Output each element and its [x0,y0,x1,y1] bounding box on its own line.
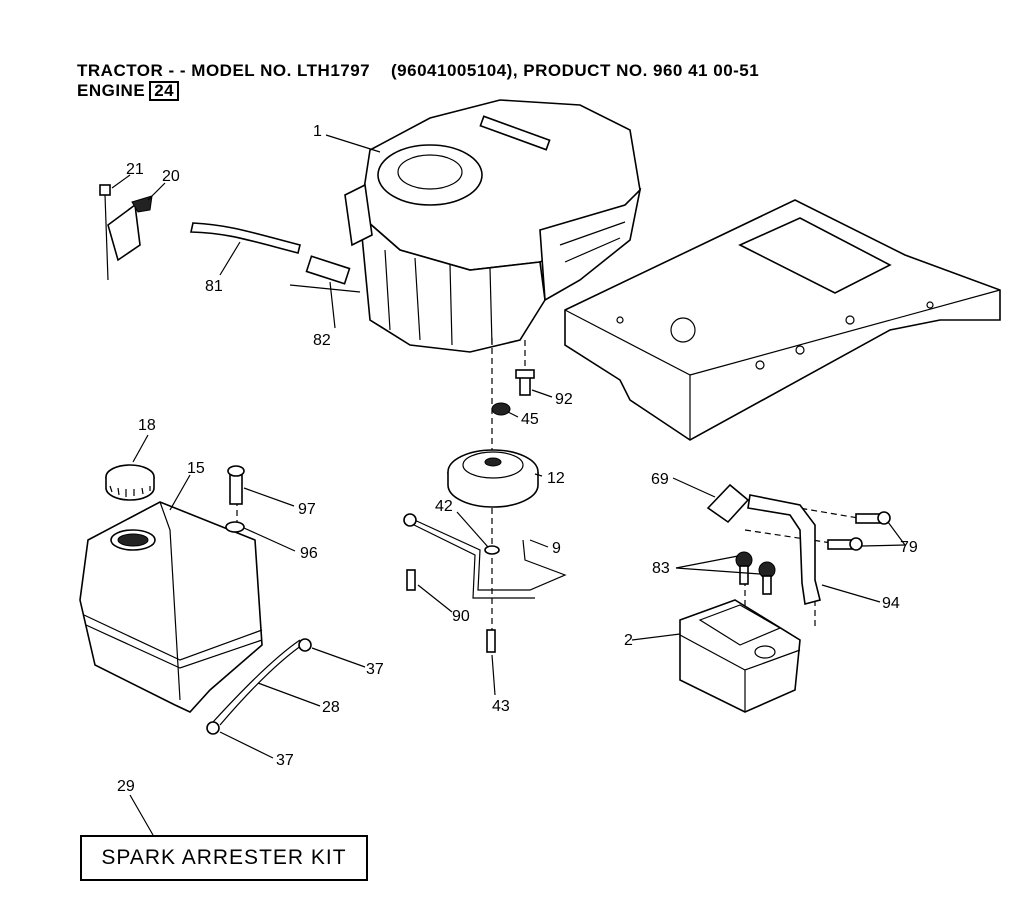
fuel-hose-drawing [190,222,361,293]
spark-arrester-kit-box: SPARK ARRESTER KIT [80,835,368,881]
callout-12: 12 [547,470,565,487]
callout-37-lower: 37 [276,752,294,769]
exhaust-pipe-drawing [706,483,891,606]
idler-bracket-drawing [403,513,567,653]
callout-96: 96 [300,545,318,562]
callout-69: 69 [651,471,669,488]
callout-83: 83 [652,560,670,577]
callout-9: 9 [552,540,561,557]
header-title: TRACTOR - - MODEL NO. LTH1797 (960410051… [77,61,760,80]
muffler-drawing [679,599,801,713]
throttle-bracket-drawing [99,184,153,281]
engine-label: ENGINE [77,81,146,100]
fuel-cap-drawing [105,464,155,501]
callout-79: 79 [900,539,918,556]
muffler-bolts-drawing [735,551,776,595]
callout-18: 18 [138,417,156,434]
callout-45: 45 [521,411,539,428]
callout-20: 20 [162,168,180,185]
callout-28: 28 [322,699,340,716]
frame-plate-drawing [564,199,1001,441]
pulley-drawing [447,449,539,508]
callout-2: 2 [624,632,633,649]
fuel-tank-drawing [79,501,263,713]
callout-92: 92 [555,391,573,408]
tank-bolt-drawing [225,465,245,533]
callout-82: 82 [313,332,331,349]
fuel-line-drawing [206,638,312,735]
callout-42: 42 [435,498,453,515]
engine-section-box: 24 [149,81,180,101]
callout-numbers: 1 21 20 81 82 92 45 12 18 15 97 96 42 9 … [117,123,918,795]
callout-37-upper: 37 [366,661,384,678]
callout-43: 43 [492,698,510,715]
diagram-header: TRACTOR - - MODEL NO. LTH1797 (960410051… [77,61,759,101]
bolt-and-nut-drawing [491,369,535,416]
callout-15: 15 [187,460,205,477]
callout-97: 97 [298,501,316,518]
callout-21: 21 [126,161,144,178]
callout-90: 90 [452,608,470,625]
callout-29: 29 [117,778,135,795]
callout-81: 81 [205,278,223,295]
callout-1: 1 [313,123,322,140]
leader-lines [111,134,906,836]
engine-drawing [344,99,642,353]
callout-94: 94 [882,595,900,612]
